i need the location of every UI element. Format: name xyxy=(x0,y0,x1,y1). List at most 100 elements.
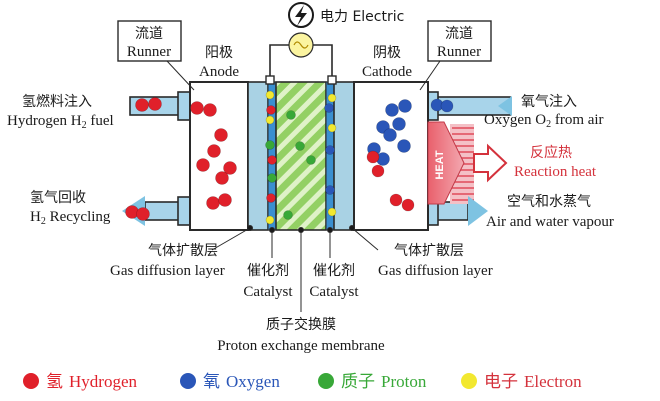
heat-block xyxy=(427,121,508,205)
hydrogen-particle xyxy=(266,105,276,115)
air-flow-arrow xyxy=(468,196,488,226)
h2-fuel-en: Hydrogen H2 fuel xyxy=(7,113,114,131)
oxygen-particle xyxy=(392,117,406,131)
h2-recycle-en: H2 Recycling xyxy=(30,209,111,227)
hydrogen-particle xyxy=(196,158,210,172)
terminal-right xyxy=(327,75,337,85)
h2-recycle-flange xyxy=(177,196,191,226)
heat-arrow xyxy=(427,121,465,205)
cathode-cn: 阴极 xyxy=(373,45,401,61)
hydrogen-particle xyxy=(207,144,221,158)
oxygen-particle xyxy=(325,145,335,155)
proton-particle xyxy=(306,155,316,165)
dot-pem xyxy=(298,227,304,233)
oxygen-particle xyxy=(324,103,334,113)
hydrogen-particle xyxy=(203,103,217,117)
hydrogen-particle xyxy=(206,196,220,210)
runner-right-cn: 流道 xyxy=(445,26,473,42)
runner-right-en: Runner xyxy=(437,44,481,60)
anode-cn: 阳极 xyxy=(205,45,233,61)
h2-inlet-flange xyxy=(177,91,191,121)
o2-in-en: Oxygen O2 from air xyxy=(484,112,604,130)
proton-particle xyxy=(265,140,275,150)
h2-recycle-cn: 氢气回收 xyxy=(30,190,86,206)
oxygen-particle xyxy=(397,139,411,153)
hydrogen-particle xyxy=(267,155,277,165)
catalyst-left-cn: 催化剂 xyxy=(247,263,289,279)
dot-catalyst-right xyxy=(327,227,333,233)
lightning-bolt xyxy=(295,5,307,26)
hydrogen-particle xyxy=(266,193,276,203)
oxygen-particle xyxy=(383,128,397,142)
wire-right xyxy=(310,44,333,82)
hydrogen-particle xyxy=(215,171,229,185)
oxygen-particle xyxy=(385,103,399,117)
hydrogen-particle xyxy=(136,207,150,221)
air-out-en: Air and water vapour xyxy=(486,214,614,230)
hydrogen-particle xyxy=(148,97,162,111)
hydrogen-particle xyxy=(389,193,403,207)
particles xyxy=(125,90,454,225)
reaction-heat-cn: 反应热 xyxy=(530,144,572,161)
oxygen-particle xyxy=(398,99,412,113)
leader-lines xyxy=(211,225,379,312)
proton-particle xyxy=(283,210,293,220)
membrane xyxy=(275,81,327,231)
proton-particle xyxy=(267,173,277,183)
reaction-heat-arrow xyxy=(473,143,508,183)
leader-gdl-left xyxy=(211,227,251,251)
gdl-right-cn: 气体扩散层 xyxy=(394,243,464,259)
catalyst-left-en: Catalyst xyxy=(243,284,293,300)
gdl-left xyxy=(247,81,269,231)
electron-particle xyxy=(327,207,337,217)
o2-in-cn: 氧气注入 xyxy=(521,94,577,110)
reaction-heat-en: Reaction heat xyxy=(514,164,597,180)
air-out-cn: 空气和水蒸气 xyxy=(507,194,591,210)
pem-en: Proton exchange membrane xyxy=(217,338,385,354)
runner-left-en: Runner xyxy=(127,44,171,60)
oxygen-particle xyxy=(440,99,454,113)
h2-fuel-cn: 氢燃料注入 xyxy=(22,93,92,110)
electron-particle xyxy=(265,215,275,225)
oxygen-particle xyxy=(325,185,335,195)
electron-particle xyxy=(327,123,337,133)
dot-gdl-right xyxy=(349,225,355,231)
dot-catalyst-left xyxy=(269,227,275,233)
leader-gdl-right xyxy=(351,227,379,251)
hydrogen-particle xyxy=(190,101,204,115)
external-circuit xyxy=(265,2,337,85)
hydrogen-particle xyxy=(401,198,415,212)
electron-particle xyxy=(265,90,275,100)
hydrogen-particle xyxy=(371,164,385,178)
heat-tag: HEAT xyxy=(434,150,446,179)
proton-particle xyxy=(286,110,296,120)
gdl-right-en: Gas diffusion layer xyxy=(378,263,493,279)
catalyst-right-en: Catalyst xyxy=(309,284,359,300)
terminal-left xyxy=(265,75,275,85)
gdl-right xyxy=(333,81,355,231)
runner-left-cn: 流道 xyxy=(135,26,163,42)
runner-box-right: 流道 Runner xyxy=(419,20,492,91)
gdl-left-en: Gas diffusion layer xyxy=(110,263,225,279)
electron-particle xyxy=(265,115,275,125)
o2-flow-arrow xyxy=(498,96,512,116)
anode-en: Anode xyxy=(199,64,239,80)
gdl-left-cn: 气体扩散层 xyxy=(148,243,218,259)
proton-particle xyxy=(295,141,305,151)
electric-label: 电力 Electric xyxy=(320,9,404,25)
hydrogen-particle xyxy=(223,161,237,175)
hydrogen-particle xyxy=(218,193,232,207)
electron-particle xyxy=(327,93,337,103)
hydrogen-particle xyxy=(135,98,149,112)
catalyst-right-cn: 催化剂 xyxy=(313,263,355,279)
runner-box-left: 流道 Runner xyxy=(117,20,195,91)
